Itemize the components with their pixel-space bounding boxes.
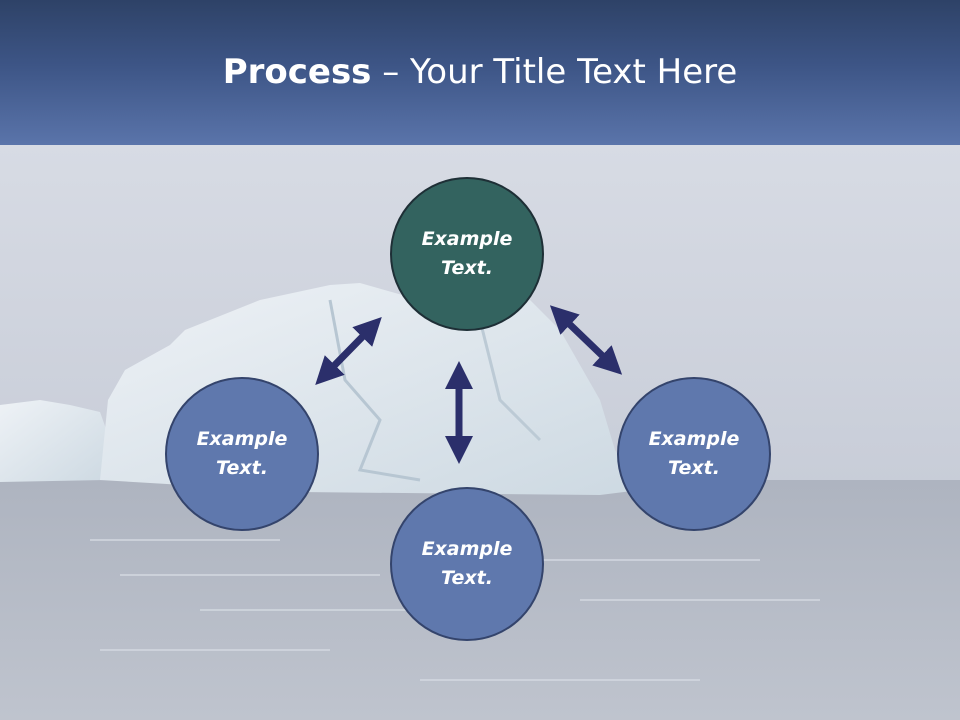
arrow-top-right — [549, 305, 623, 375]
title-bar — [0, 0, 960, 145]
slide-title: Process – Your Title Text Here — [0, 52, 960, 92]
node-right-line1: Example — [648, 428, 740, 450]
node-bottom-line1: Example — [421, 538, 513, 560]
node-right-line2: Text. — [668, 457, 720, 479]
node-left-line2: Text. — [216, 457, 268, 479]
node-top-line2: Text. — [441, 257, 493, 279]
node-top-line1: Example — [421, 228, 513, 250]
node-bottom-line2: Text. — [441, 567, 493, 589]
title-rest: – Your Title Text Here — [371, 52, 738, 92]
title-bold: Process — [222, 52, 372, 92]
arrow-top-left — [315, 316, 382, 386]
node-left-line1: Example — [196, 428, 288, 450]
